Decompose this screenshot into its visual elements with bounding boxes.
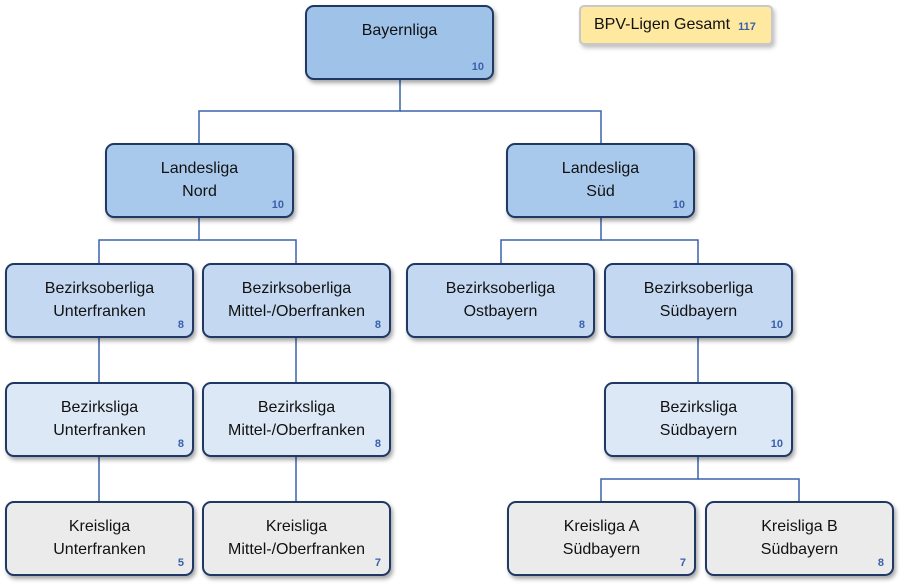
node-label-line: Kreisliga <box>68 518 131 535</box>
node-bol-suedbayern: Bezirksoberliga Südbayern 10 <box>604 263 793 338</box>
total-label: BPV-Ligen Gesamt <box>594 16 731 33</box>
node-kl-b-suedbayern: Kreisliga B Südbayern 8 <box>705 501 894 576</box>
node-label-line: Mittel-/Oberfranken <box>228 541 365 558</box>
node-label-line: Bayernliga <box>361 22 438 39</box>
node-landesliga-sued: Landesliga Süd 10 <box>506 143 695 218</box>
node-kl-mittel-oberfranken: Kreisliga Mittel-/Oberfranken 7 <box>202 501 391 576</box>
node-landesliga-nord: Landesliga Nord 10 <box>105 143 294 218</box>
node-bl-mittel-oberfranken: Bezirksliga Mittel-/Oberfranken 8 <box>202 382 391 457</box>
team-count: 10 <box>672 199 685 211</box>
node-label: Kreisliga Unterfranken <box>7 515 192 561</box>
node-bl-suedbayern: Bezirksliga Südbayern 10 <box>604 382 793 457</box>
node-bol-unterfranken: Bezirksoberliga Unterfranken 8 <box>5 263 194 338</box>
node-label: Kreisliga Mittel-/Oberfranken <box>204 515 389 561</box>
team-count: 5 <box>177 557 184 569</box>
team-count: 8 <box>177 438 184 450</box>
node-label: Kreisliga B Südbayern <box>707 515 892 561</box>
node-label-line: Südbayern <box>562 541 641 558</box>
team-count: 7 <box>374 557 381 569</box>
team-count: 8 <box>374 319 381 331</box>
node-bayernliga: Bayernliga 10 <box>305 5 494 80</box>
node-label: Bezirksliga Südbayern <box>606 396 791 442</box>
node-label-line: Bezirksoberliga <box>44 280 155 297</box>
node-bl-unterfranken: Bezirksliga Unterfranken 8 <box>5 382 194 457</box>
node-label-line: Süd <box>586 183 615 200</box>
node-label: Bezirksoberliga Mittel-/Oberfranken <box>204 277 389 323</box>
node-label-line: Mittel-/Oberfranken <box>228 422 365 439</box>
node-label-line: Mittel-/Oberfranken <box>228 303 365 320</box>
node-label-line: Landesliga <box>561 160 640 177</box>
node-label-line: Landesliga <box>160 160 239 177</box>
node-label-line: Kreisliga <box>265 518 328 535</box>
node-label: Bezirksliga Unterfranken <box>7 396 192 442</box>
node-label-line: Südbayern <box>760 541 839 558</box>
node-label-line: Südbayern <box>659 303 738 320</box>
node-label-line: Nord <box>182 183 217 200</box>
team-count: 10 <box>770 438 783 450</box>
node-bol-ostbayern: Bezirksoberliga Ostbayern 8 <box>406 263 595 338</box>
node-label: Landesliga Nord <box>107 157 292 203</box>
node-label-line: Ostbayern <box>463 303 538 320</box>
node-label-line: Kreisliga B <box>761 518 838 535</box>
connector-bl-kl-suedbayern <box>600 457 699 501</box>
node-label-line: Bezirksoberliga <box>445 280 556 297</box>
node-label-line: Kreisliga A <box>563 518 640 535</box>
team-count: 10 <box>271 199 284 211</box>
connector-landesliga-nord-bol-mo <box>199 239 297 263</box>
node-label-line: Bezirksliga <box>257 399 336 416</box>
node-label: Bezirksoberliga Ostbayern <box>408 277 593 323</box>
node-label-line: Südbayern <box>659 422 738 439</box>
team-count: 8 <box>877 557 884 569</box>
connector-landesliga-nord-bol <box>98 218 200 263</box>
team-count: 8 <box>177 319 184 331</box>
team-count: 8 <box>578 319 585 331</box>
node-kl-a-suedbayern: Kreisliga A Südbayern 7 <box>507 501 696 576</box>
connector-bayernliga-landesliga-sued <box>400 110 602 143</box>
total-leagues-badge: BPV-Ligen Gesamt 117 <box>579 5 773 45</box>
node-label: Bezirksliga Mittel-/Oberfranken <box>204 396 389 442</box>
node-kl-unterfranken: Kreisliga Unterfranken 5 <box>5 501 194 576</box>
team-count: 8 <box>374 438 381 450</box>
team-count: 10 <box>471 61 484 73</box>
node-bol-mittel-oberfranken: Bezirksoberliga Mittel-/Oberfranken 8 <box>202 263 391 338</box>
connector-landesliga-sued-bol <box>500 218 602 263</box>
node-label: Landesliga Süd <box>508 157 693 203</box>
team-count: 10 <box>770 319 783 331</box>
connector-bayernliga-landesliga <box>198 80 401 143</box>
node-label: Kreisliga A Südbayern <box>509 515 694 561</box>
node-label-line: Unterfranken <box>53 541 146 558</box>
team-count: 7 <box>679 557 686 569</box>
node-label-line: Bezirksliga <box>60 399 139 416</box>
connector-bl-kl-b-suedbayern <box>698 478 800 501</box>
connector-landesliga-sued-bol-sb <box>601 239 699 263</box>
node-label: Bezirksoberliga Unterfranken <box>7 277 192 323</box>
total-count: 117 <box>738 21 756 33</box>
node-label-line: Unterfranken <box>53 303 146 320</box>
node-label-line: Bezirksoberliga <box>241 280 352 297</box>
node-label-line: Unterfranken <box>53 422 146 439</box>
node-label: Bayernliga <box>307 19 492 42</box>
node-label-line: Bezirksoberliga <box>643 280 754 297</box>
node-label-line: Bezirksliga <box>659 399 738 416</box>
node-label: Bezirksoberliga Südbayern <box>606 277 791 323</box>
